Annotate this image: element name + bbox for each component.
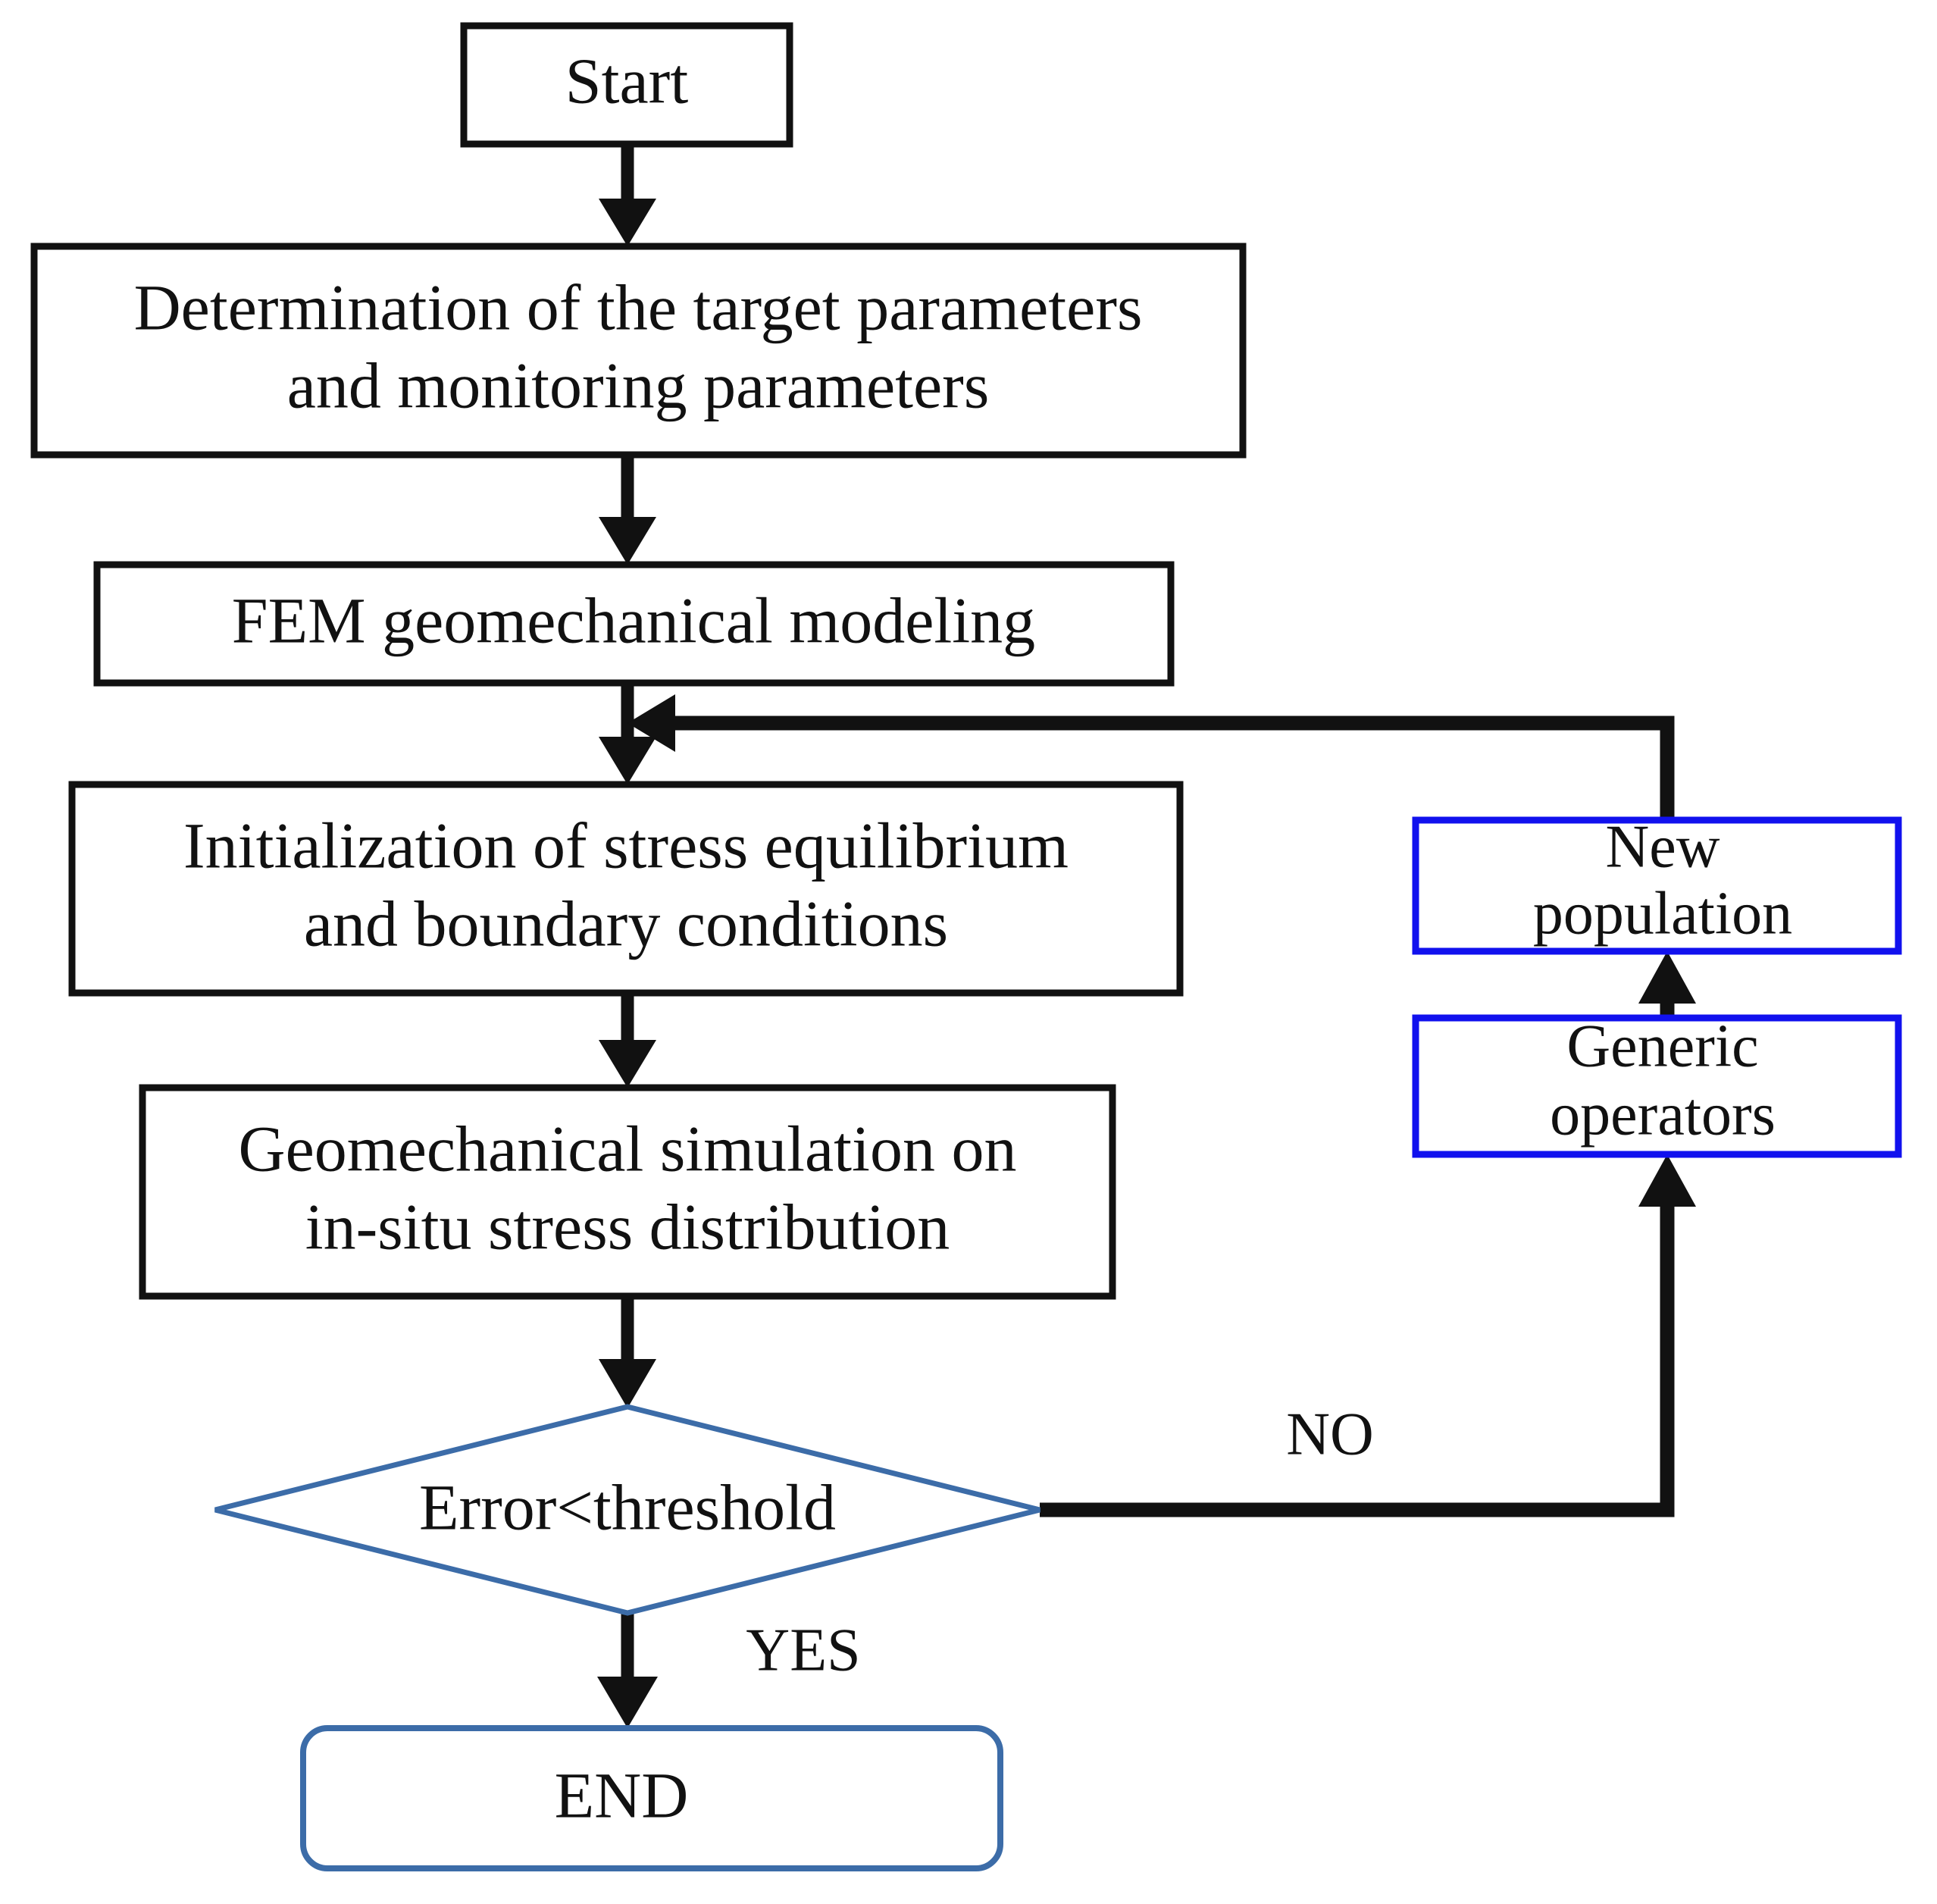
- determination-box[interactable]: [30, 243, 1247, 459]
- initialization-box[interactable]: [68, 781, 1184, 997]
- generic-operators-label-line2: operators: [1550, 1081, 1776, 1148]
- determination-label-line1: Determination of the target parameters: [134, 271, 1143, 344]
- node-end[interactable]: END: [300, 1725, 1003, 1871]
- edge-decision-to-end: [597, 1613, 658, 1728]
- generic-operators-box[interactable]: [1412, 1014, 1902, 1158]
- edge-label-no: NO: [1286, 1401, 1374, 1467]
- end-box[interactable]: [300, 1725, 1003, 1871]
- end-label: END: [555, 1759, 689, 1832]
- fem-modeling-label: FEM geomechanical modeling: [232, 584, 1035, 657]
- edge-new-population-to-initialization: [627, 694, 1675, 820]
- node-simulation[interactable]: Geomechanical simulation on in-situ stre…: [139, 1084, 1116, 1300]
- edge-start-to-determination: [599, 144, 656, 246]
- edge-initialization-to-simulation: [599, 993, 656, 1088]
- initialization-label-line2: and boundary conditions: [304, 888, 948, 960]
- start-label: Start: [565, 45, 689, 117]
- new-population-box[interactable]: [1412, 816, 1902, 955]
- node-decision[interactable]: Error<threshold: [214, 1404, 1040, 1616]
- simulation-box[interactable]: [139, 1084, 1116, 1300]
- decision-label: Error<threshold: [419, 1471, 836, 1544]
- edge-determination-to-fem: [599, 455, 656, 565]
- node-start[interactable]: Start: [460, 22, 793, 148]
- node-initialization[interactable]: Initialization of stress equilibrium and…: [68, 781, 1184, 997]
- start-box[interactable]: [460, 22, 793, 148]
- decision-diamond[interactable]: [214, 1404, 1040, 1616]
- node-fem-modeling[interactable]: FEM geomechanical modeling: [93, 561, 1175, 687]
- edge-label-yes: YES: [746, 1617, 860, 1683]
- node-generic-operators[interactable]: Generic operators: [1412, 1013, 1902, 1158]
- node-determination[interactable]: Determination of the target parameters a…: [30, 243, 1247, 459]
- initialization-label-line1: Initialization of stress equilibrium: [183, 810, 1069, 882]
- node-new-population[interactable]: New population: [1412, 813, 1902, 955]
- generic-operators-label-line1: Generic: [1566, 1013, 1758, 1079]
- edge-generic-operators-to-new-population: [1638, 951, 1696, 1018]
- simulation-label-line1: Geomechanical simulation on: [239, 1113, 1017, 1185]
- simulation-label-line2: in-situ stress distribution: [305, 1191, 950, 1264]
- edge-fem-to-initialization: [599, 683, 656, 784]
- determination-label-line2: and monitoring parameters: [287, 349, 990, 422]
- edge-decision-to-generic-operators: [1040, 1154, 1696, 1517]
- new-population-label-line1: New: [1605, 813, 1720, 880]
- new-population-label-line2: population: [1533, 880, 1792, 947]
- edge-simulation-to-decision: [599, 1296, 656, 1408]
- fem-modeling-box[interactable]: [93, 561, 1175, 687]
